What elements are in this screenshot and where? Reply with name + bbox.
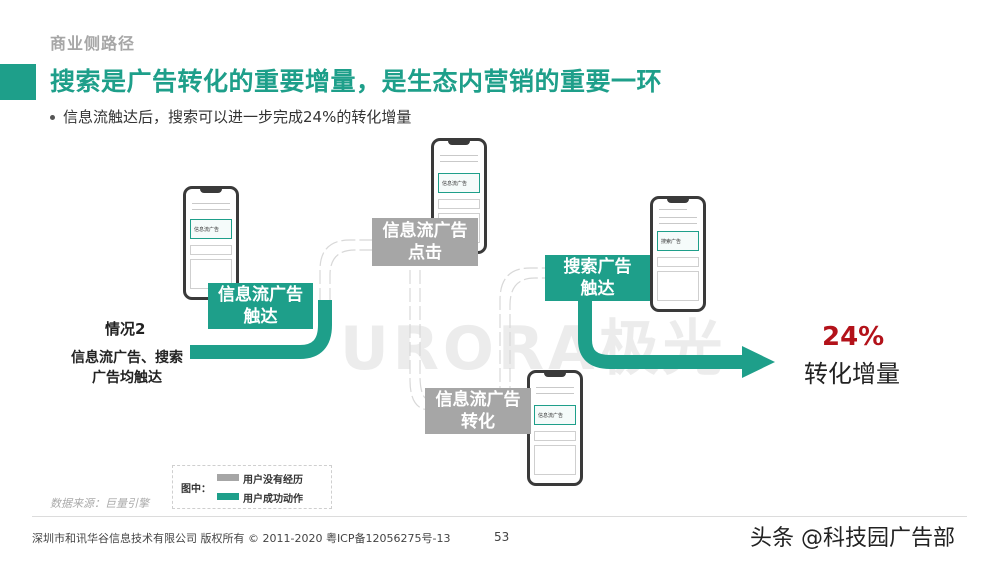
- phone-ad-label: 搜索广告: [657, 231, 699, 251]
- page-title: 搜索是广告转化的重要增量，是生态内营销的重要一环: [50, 67, 663, 96]
- title-accent-bar: [0, 64, 36, 100]
- legend-swatch-gray: [217, 474, 239, 481]
- legend-heading: 图中：: [181, 484, 211, 495]
- case-title: 情况2: [105, 320, 146, 338]
- phone-feed-convert: 信息流广告: [527, 370, 583, 486]
- case-description: 信息流广告、搜索 广告均触达: [71, 350, 183, 386]
- step-feed-convert: 信息流广告转化: [425, 388, 531, 434]
- step-feed-click: 信息流广告点击: [372, 218, 478, 266]
- bullet-point: 信息流触达后，搜索可以进一步完成24%的转化增量: [50, 106, 411, 127]
- toutiao-watermark: 头条 @科技园广告部: [750, 526, 955, 551]
- step-feed-reach: 信息流广告触达: [208, 283, 313, 329]
- legend-label: 用户没有经历: [243, 475, 303, 486]
- phone-ad-label: 信息流广告: [190, 219, 232, 239]
- phone-search-reach: 搜索广告: [650, 196, 706, 312]
- data-source: 数据来源：巨量引擎: [50, 497, 149, 510]
- legend-label: 用户成功动作: [243, 494, 303, 505]
- section-label: 商业侧路径: [50, 34, 136, 53]
- footer-divider: [32, 516, 967, 517]
- legend: 图中： 用户没有经历 用户成功动作: [172, 465, 332, 509]
- step-search-reach: 搜索广告触达: [545, 255, 650, 301]
- legend-swatch-green: [217, 493, 239, 500]
- bullet-dot-icon: [50, 115, 55, 120]
- page-number: 53: [494, 530, 510, 544]
- result-percentage: 24%: [822, 322, 885, 352]
- result-label: 转化增量: [804, 360, 900, 388]
- phone-ad-label: 信息流广告: [438, 173, 480, 193]
- copyright: 深圳市和讯华谷信息技术有限公司 版权所有 © 2011-2020 粤ICP备12…: [32, 532, 451, 545]
- phone-ad-label: 信息流广告: [534, 405, 576, 425]
